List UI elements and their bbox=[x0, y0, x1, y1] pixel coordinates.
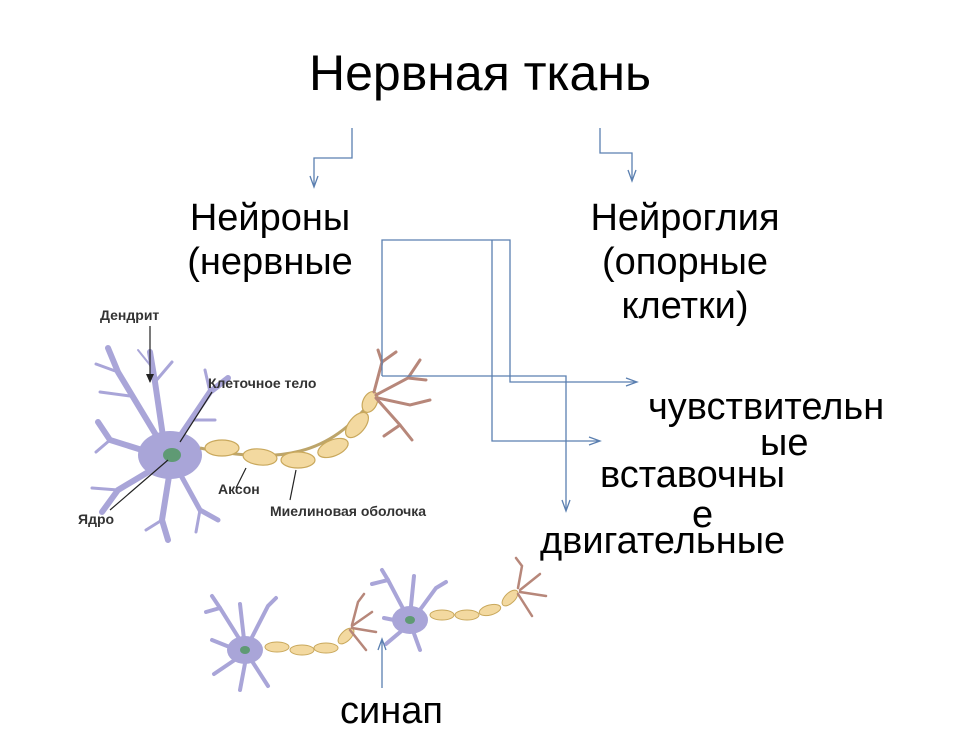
right-neuron bbox=[370, 556, 548, 652]
neuroglia-line-1: Нейроглия bbox=[590, 197, 780, 239]
arrow-to-neurons bbox=[309, 128, 353, 189]
synapse-illustration bbox=[204, 556, 548, 692]
neuroglia-heading: Нейроглия (опорные клетки) bbox=[560, 196, 810, 328]
page-title: Нервная ткань bbox=[308, 45, 652, 101]
interneurons-label-wrap: е bbox=[692, 494, 714, 536]
synapse-label: синап bbox=[340, 690, 443, 732]
large-neuron-nucleus bbox=[163, 448, 181, 462]
large-neuron-illustration bbox=[90, 326, 432, 543]
label-pointers bbox=[109, 326, 297, 511]
large-neuron-myelin-sheath bbox=[204, 391, 379, 469]
neurons-line-2: (нервные bbox=[187, 241, 353, 283]
arrow-to-neuroglia bbox=[599, 128, 637, 183]
arrow-to-interneuron bbox=[491, 240, 602, 446]
neurons-heading: Нейроны (нервные bbox=[170, 196, 370, 284]
interneurons-label: вставочны bbox=[600, 454, 786, 496]
neurons-line-1: Нейроны bbox=[189, 197, 351, 239]
myelin-sheath-label: Миелиновая оболочка bbox=[270, 503, 427, 519]
connector-arrows bbox=[309, 128, 639, 513]
neuroglia-line-2: (опорные bbox=[601, 241, 769, 283]
sensory-neurons-label-wrap: ые bbox=[760, 422, 809, 464]
dendrite-label: Дендрит bbox=[100, 307, 160, 323]
motor-neurons-label: двигательные bbox=[540, 520, 786, 562]
axon-label: Аксон bbox=[218, 481, 260, 497]
neuroglia-line-3: клетки) bbox=[621, 285, 749, 327]
nucleus-label: Ядро bbox=[78, 511, 115, 527]
arrow-to-motor bbox=[382, 375, 571, 513]
cell-body-label: Клеточное тело bbox=[208, 375, 317, 391]
sensory-neurons-label: чувствительн bbox=[648, 386, 885, 428]
large-neuron-dendrites bbox=[90, 345, 231, 543]
left-neuron bbox=[204, 592, 378, 692]
arrow-to-sensory bbox=[381, 239, 639, 387]
